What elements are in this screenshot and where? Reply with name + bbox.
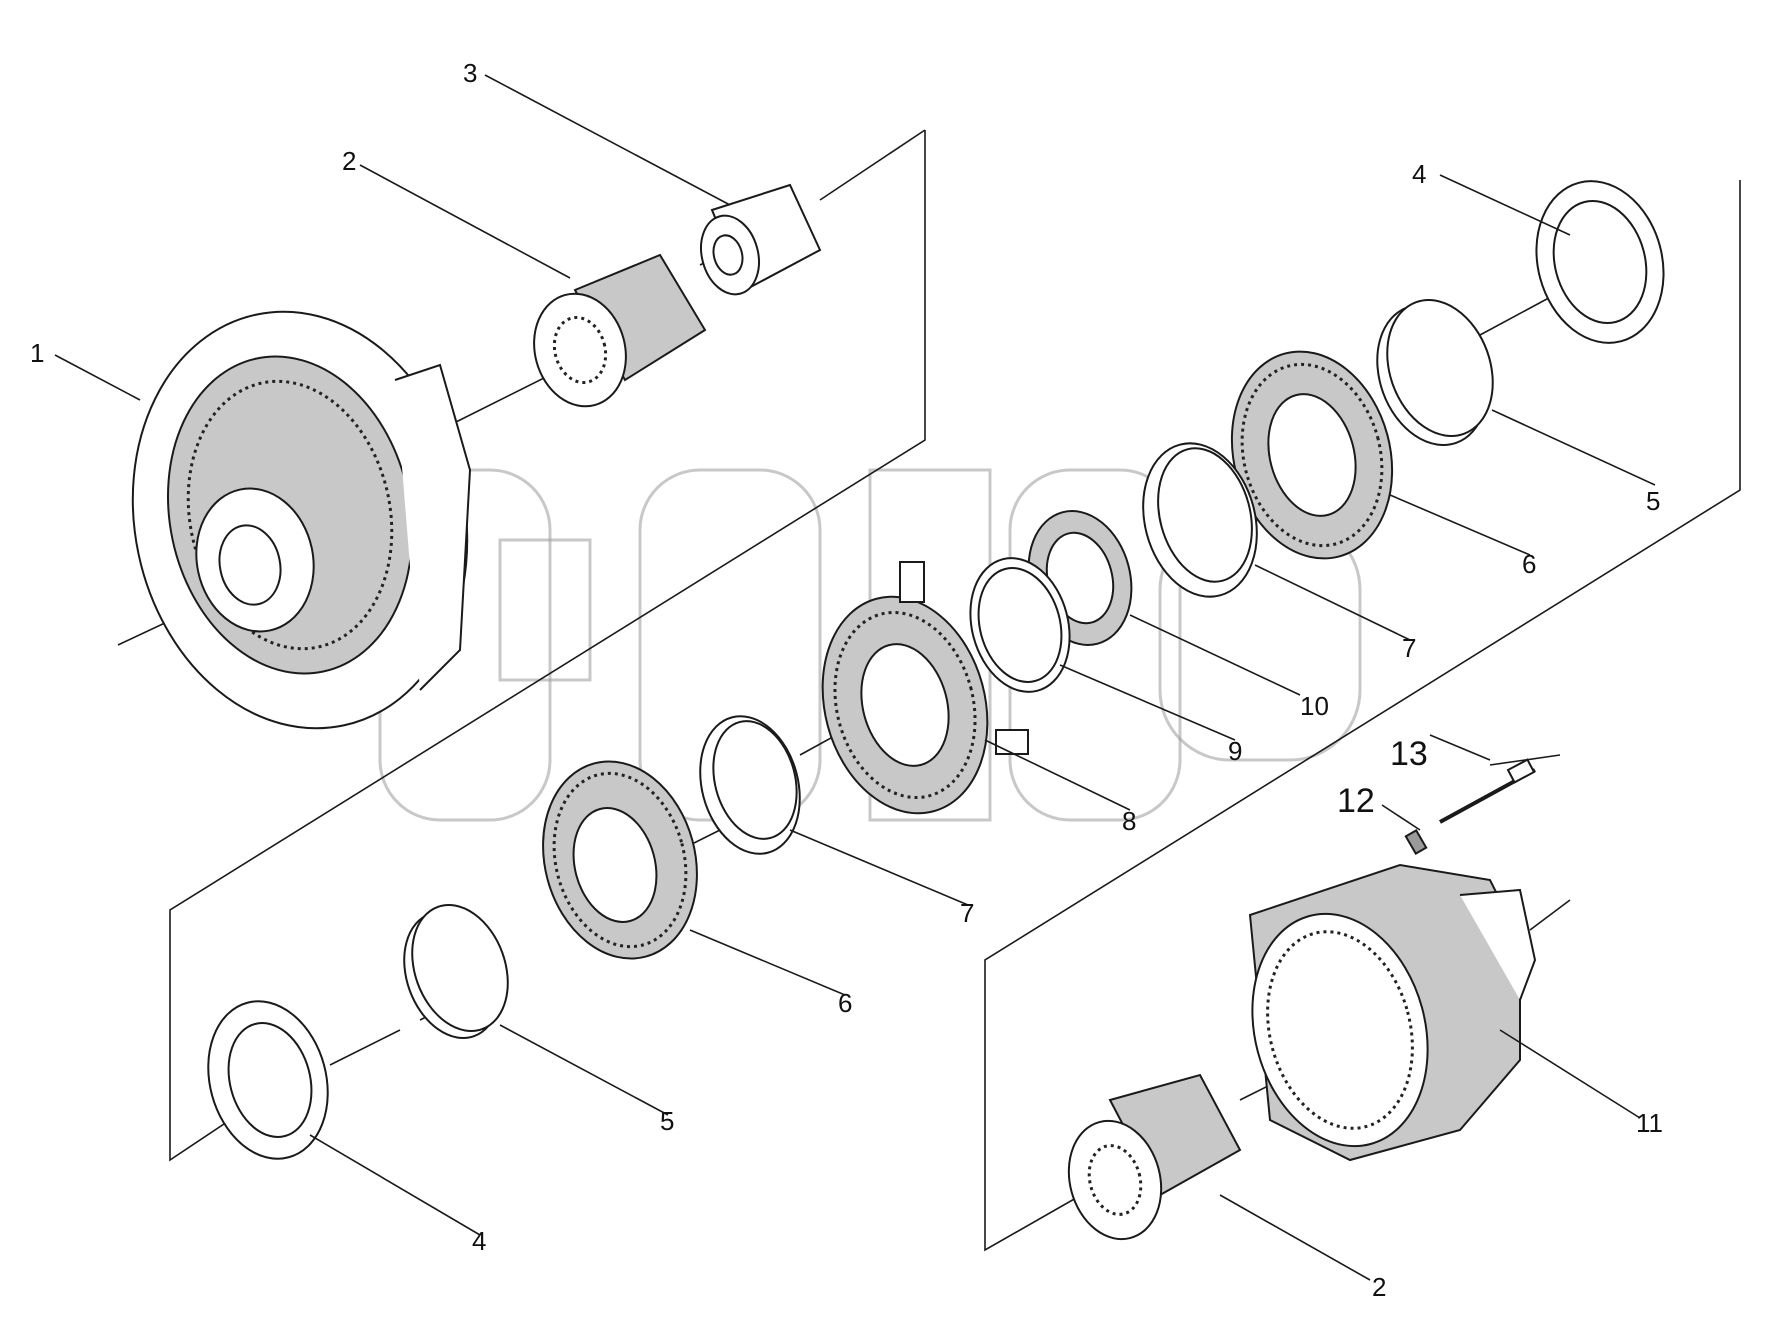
callout-6-right: 6	[1522, 549, 1536, 579]
leader-lines	[54, 74, 1656, 1281]
callout-3: 3	[463, 58, 477, 88]
callout-5-left: 5	[660, 1106, 674, 1136]
part-5-right-spring-ring	[1376, 299, 1494, 446]
part-6-right-clutch-plate	[1230, 350, 1394, 560]
callout-4-left: 4	[472, 1226, 486, 1256]
part-2-top-side-gear	[533, 253, 707, 408]
part-4-right-thrust-washer	[1535, 180, 1665, 344]
callout-8: 8	[1122, 806, 1136, 836]
part-3-bushing	[700, 183, 822, 296]
callout-12: 12	[1337, 782, 1375, 820]
part-1-flange-housing	[131, 310, 472, 730]
part-7-left-retainer	[699, 715, 801, 855]
part-5-left-spring-ring	[403, 904, 509, 1039]
callout-7-right: 7	[1402, 633, 1416, 663]
callout-9: 9	[1228, 736, 1242, 766]
callout-13: 13	[1390, 735, 1428, 773]
part-9-snap-ring	[969, 557, 1071, 693]
callout-7-left: 7	[960, 898, 974, 928]
callout-10: 10	[1300, 691, 1329, 721]
callout-2-bottom: 2	[1372, 1272, 1386, 1302]
part-4-left-thrust-washer	[207, 1000, 329, 1160]
part-12-lock-washer	[1404, 828, 1428, 856]
callout-labels: 1 2 3 4 5 6 7 10 9 8 7 6 5 4 13 12 11 2	[30, 58, 1663, 1302]
part-6-left-clutch-plate	[542, 760, 698, 960]
part-8-spider-cross	[821, 561, 1029, 815]
callout-2-top: 2	[342, 146, 356, 176]
callout-11: 11	[1636, 1108, 1663, 1138]
part-11-differential-case	[1248, 863, 1537, 1162]
callout-5-right: 5	[1646, 486, 1660, 516]
assembly-frame-lines	[169, 130, 1741, 1252]
part-7-right-retainer	[1142, 442, 1258, 598]
part-2-bottom-side-gear	[1067, 1073, 1242, 1241]
callout-1: 1	[30, 338, 44, 368]
callout-6-left: 6	[838, 988, 852, 1018]
callout-4-right: 4	[1412, 159, 1426, 189]
part-13-bolt	[1439, 758, 1536, 824]
